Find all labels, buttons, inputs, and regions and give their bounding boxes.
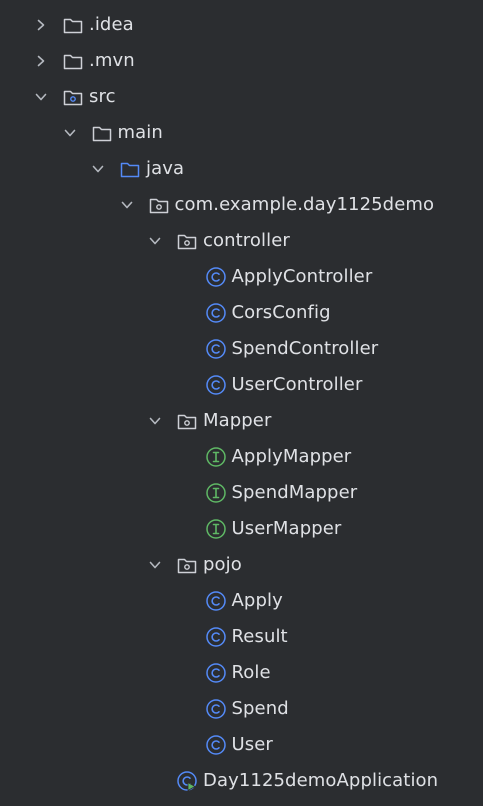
tree-node-label: Day1125demoApplication [203, 770, 439, 791]
tree-node-label: controller [203, 230, 290, 251]
interface-icon [205, 482, 227, 504]
chevron-down-icon[interactable] [148, 234, 162, 248]
chevron-down-icon[interactable] [120, 198, 134, 212]
interface-icon [205, 518, 227, 540]
class-icon [205, 302, 227, 324]
spring-boot-app-icon [176, 770, 198, 792]
tree-node[interactable]: main [0, 115, 483, 151]
tree-node[interactable]: User [0, 727, 483, 763]
tree-node-label: User [231, 734, 273, 755]
class-icon [205, 590, 227, 612]
tree-node[interactable]: java [0, 151, 483, 187]
folder-icon [62, 14, 84, 36]
tree-node-label: .idea [89, 14, 134, 35]
class-icon [205, 626, 227, 648]
package-folder-icon [176, 410, 198, 432]
class-icon [205, 698, 227, 720]
tree-node-label: .mvn [89, 50, 135, 71]
interface-icon [205, 446, 227, 468]
package-folder-icon [62, 86, 84, 108]
tree-node-label: Role [231, 662, 271, 683]
tree-node-label: src [89, 86, 116, 107]
tree-node-label: Spend [231, 698, 289, 719]
tree-node-label: SpendController [231, 338, 379, 359]
tree-node[interactable]: ApplyController [0, 259, 483, 295]
class-icon [205, 266, 227, 288]
package-folder-icon [176, 554, 198, 576]
tree-node[interactable]: Mapper [0, 403, 483, 439]
tree-node[interactable]: pojo [0, 547, 483, 583]
tree-node-label: Result [231, 626, 288, 647]
chevron-down-icon[interactable] [148, 414, 162, 428]
tree-node-label: ApplyMapper [231, 446, 352, 467]
package-folder-icon [148, 194, 170, 216]
class-icon [205, 662, 227, 684]
chevron-down-icon[interactable] [34, 90, 48, 104]
tree-node-label: java [146, 158, 185, 179]
source-root-icon [119, 158, 141, 180]
tree-node[interactable]: .idea [0, 7, 483, 43]
chevron-down-icon[interactable] [148, 558, 162, 572]
tree-node-label: com.example.day1125demo [174, 194, 435, 215]
tree-node[interactable]: src [0, 79, 483, 115]
tree-node[interactable]: Spend [0, 691, 483, 727]
tree-node-label: SpendMapper [231, 482, 358, 503]
tree-node[interactable]: com.example.day1125demo [0, 187, 483, 223]
tree-node-label: UserController [231, 374, 363, 395]
tree-node[interactable]: SpendController [0, 331, 483, 367]
tree-node[interactable]: SpendMapper [0, 475, 483, 511]
tree-node[interactable]: CorsConfig [0, 295, 483, 331]
tree-node[interactable]: Day1125demoApplication [0, 763, 483, 799]
tree-node[interactable]: Role [0, 655, 483, 691]
tree-node-label: CorsConfig [231, 302, 331, 323]
package-folder-icon [176, 230, 198, 252]
tree-node-label: pojo [203, 554, 242, 575]
folder-icon [62, 50, 84, 72]
class-icon [205, 734, 227, 756]
tree-node-label: ApplyController [231, 266, 373, 287]
tree-node-label: main [117, 122, 163, 143]
tree-node[interactable]: controller [0, 223, 483, 259]
tree-node-label: UserMapper [231, 518, 342, 539]
class-icon [205, 374, 227, 396]
folder-icon [91, 122, 113, 144]
tree-node[interactable]: ApplyMapper [0, 439, 483, 475]
chevron-right-icon[interactable] [34, 18, 48, 32]
tree-node[interactable]: UserMapper [0, 511, 483, 547]
tree-node-label: Apply [231, 590, 283, 611]
tree-node[interactable]: Apply [0, 583, 483, 619]
class-icon [205, 338, 227, 360]
chevron-down-icon[interactable] [63, 126, 77, 140]
tree-node-label: Mapper [203, 410, 272, 431]
tree-node[interactable]: .mvn [0, 43, 483, 79]
tree-node[interactable]: Result [0, 619, 483, 655]
chevron-right-icon[interactable] [34, 54, 48, 68]
tree-node[interactable]: UserController [0, 367, 483, 403]
chevron-down-icon[interactable] [91, 162, 105, 176]
